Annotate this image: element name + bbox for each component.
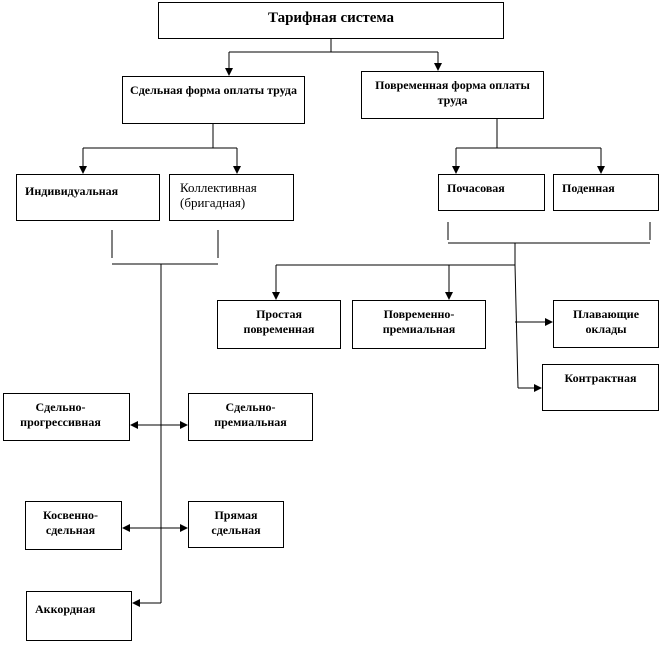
direct-piece-box: Прямая сдельная: [188, 501, 284, 548]
time-bonus-box: Повременно-премиальная: [352, 300, 486, 349]
daily-box: Поденная: [553, 174, 659, 211]
lump-sum-box: Аккордная: [26, 591, 132, 641]
hourly-box: Почасовая: [438, 174, 545, 211]
indirect-piece-box: Косвенно-сдельная: [25, 501, 122, 550]
piece-progressive-box: Сдельно-прогрессивная: [3, 393, 130, 441]
piece-bonus-box: Сдельно-премиальная: [188, 393, 313, 441]
collective-box: Коллективная (бригадная): [169, 174, 294, 221]
piece-form-box: Сдельная форма оплаты труда: [122, 76, 305, 124]
floating-salaries-box: Плавающие оклады: [553, 300, 659, 348]
contract-box: Контрактная: [542, 364, 659, 411]
tariff-system-box: Тарифная система: [158, 2, 504, 39]
simple-time-box: Простая повременная: [217, 300, 341, 349]
time-form-box: Повременная форма оплаты труда: [361, 71, 544, 119]
individual-box: Индивидуальная: [16, 174, 160, 221]
